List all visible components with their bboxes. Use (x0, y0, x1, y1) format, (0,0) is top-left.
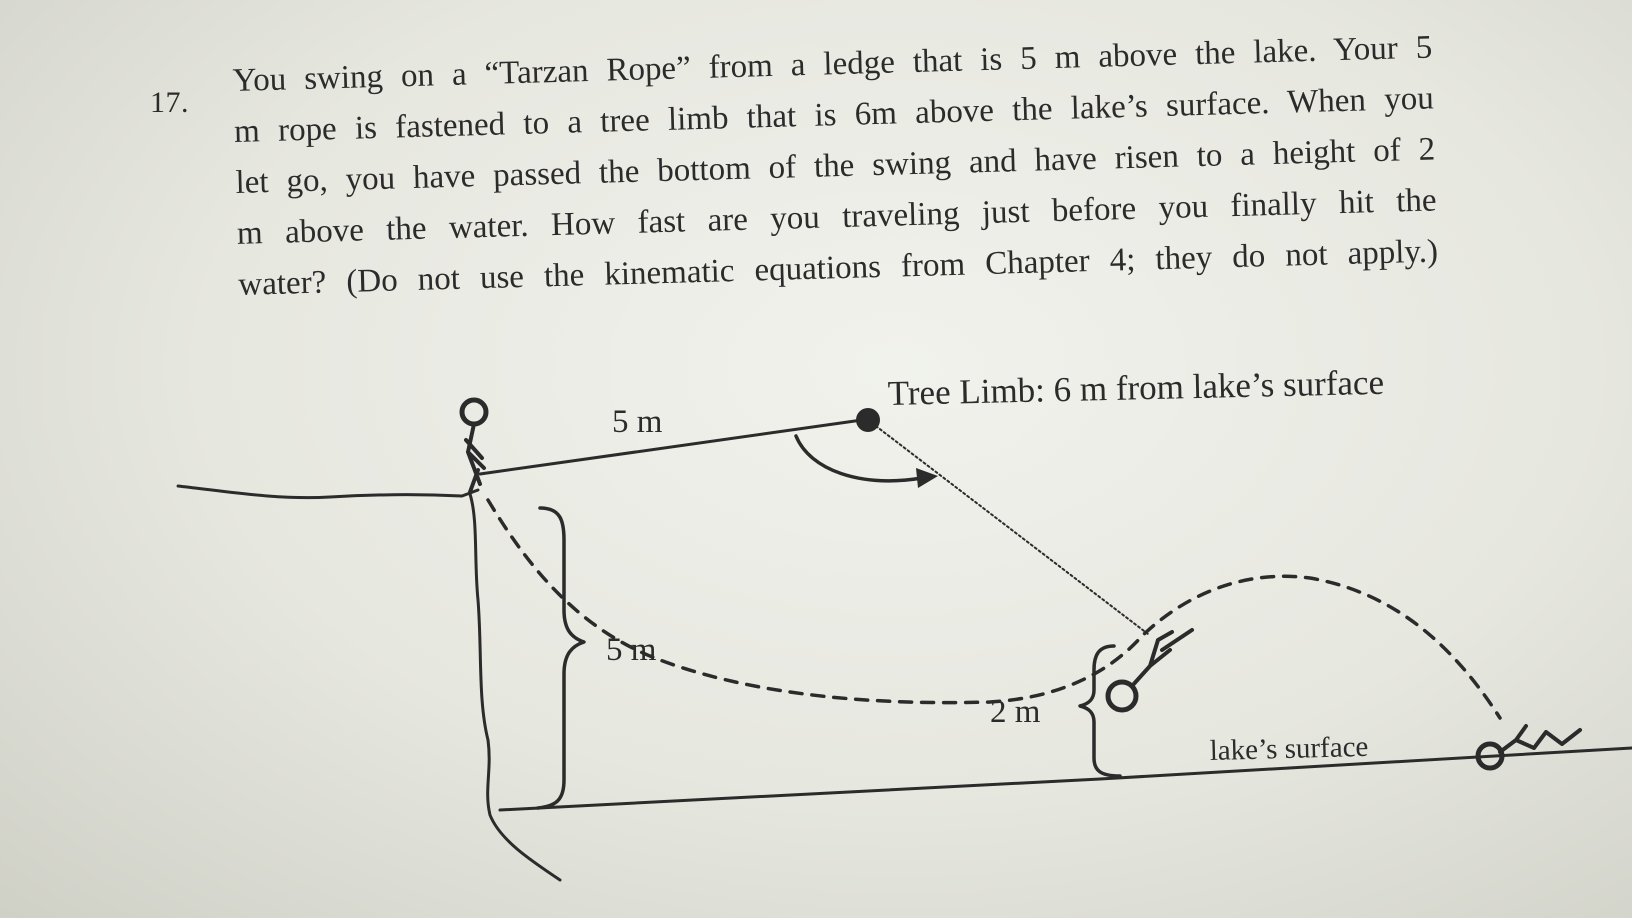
cliff-face (468, 492, 562, 882)
ledge-height-brace (536, 506, 586, 810)
swinger-on-ledge (459, 397, 489, 494)
rope-line (478, 418, 864, 476)
problem-number: 17. (150, 86, 189, 119)
swinger-in-water (1475, 724, 1582, 771)
release-height-brace (1078, 644, 1122, 778)
lake-surface-label: lake’s surface (1209, 731, 1368, 767)
swing-trajectory (486, 498, 1502, 720)
rope-at-release (867, 419, 1149, 635)
release-height-label: 2 m (990, 694, 1041, 730)
swing-arrow (794, 434, 924, 483)
swing-arrow-head (916, 468, 938, 488)
ledge-height-label: 5 m (606, 632, 657, 668)
lake-surface-line (498, 746, 1632, 812)
ledge-ground-line (176, 484, 480, 500)
tree-limb-label: Tree Limb: 6 m from lake’s surface (887, 363, 1384, 413)
rope-length-label: 5 m (612, 404, 663, 440)
swinger-at-release (1105, 628, 1194, 713)
